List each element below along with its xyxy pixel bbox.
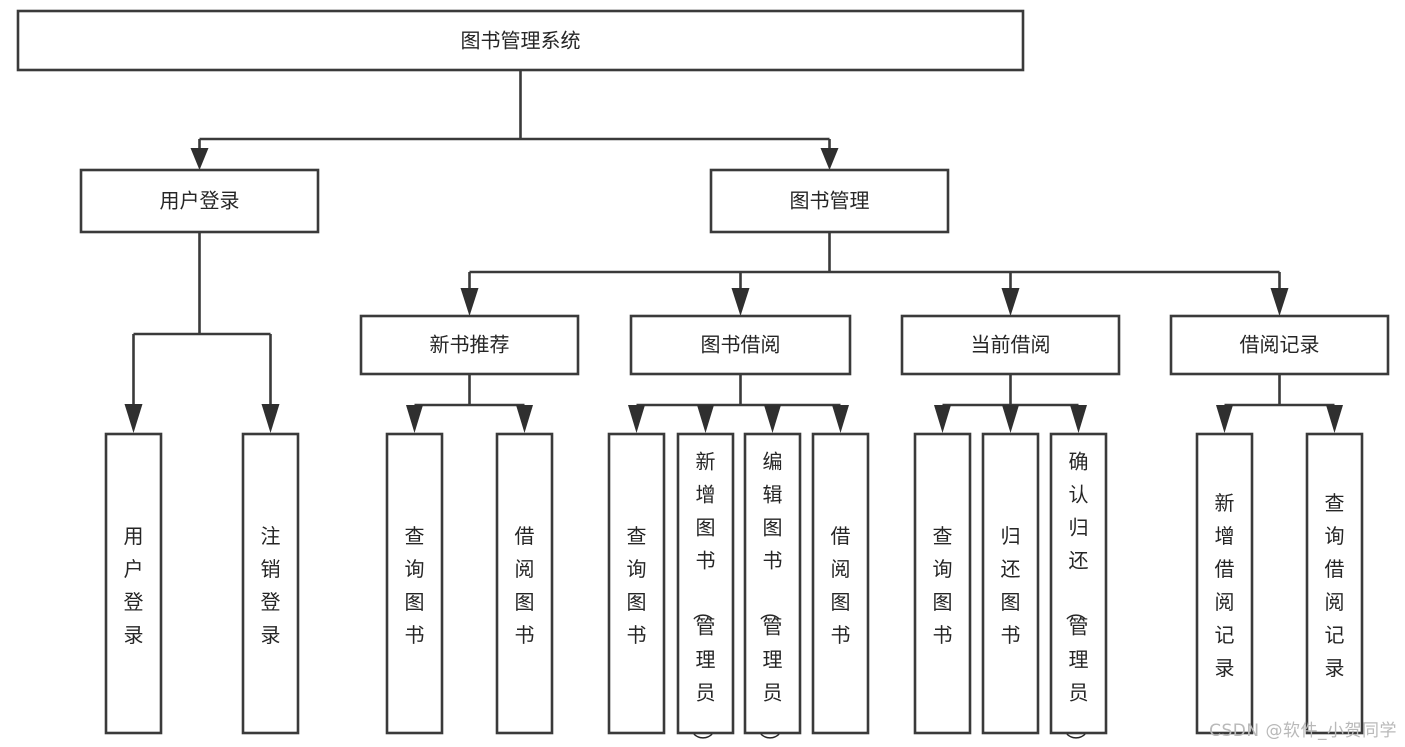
- leaf-nb-borrow-book-label: 借阅图书: [515, 524, 535, 647]
- arrowhead-cb-leaf-2: [1002, 405, 1019, 433]
- leaf-bb-edit-book[interactable]: 编辑图书（管理员）: [743, 432, 802, 747]
- leaf-bb-add-book-label: 新增图书（管理员）: [691, 450, 716, 747]
- node-book-borrow-label: 图书借阅: [701, 333, 781, 357]
- leaf-bb-edit-book-box[interactable]: [743, 432, 802, 735]
- leaf-cb-confirm-return[interactable]: 确认归还（管理员）: [1049, 432, 1108, 747]
- arrowhead-nb-leaf-1: [406, 405, 423, 433]
- leaf-br-add-record[interactable]: 新增借阅记录: [1195, 432, 1254, 735]
- leaf-cb-query-book[interactable]: 查询图书: [913, 432, 972, 735]
- arrowhead-book-mgmt: [820, 148, 839, 170]
- leaf-nb-query-book-box[interactable]: [385, 432, 444, 735]
- node-new-book-recommend[interactable]: 新书推荐: [359, 314, 580, 376]
- leaf-logout[interactable]: 注销登录: [241, 432, 300, 735]
- leaf-bb-edit-book-label: 编辑图书（管理员）: [758, 450, 783, 747]
- leaf-cb-confirm-return-label: 确认归还（管理员）: [1064, 450, 1089, 747]
- leaf-cb-return-book[interactable]: 归还图书: [981, 432, 1040, 735]
- leaf-bb-add-book-box[interactable]: [676, 432, 735, 735]
- node-borrow-record-label: 借阅记录: [1240, 333, 1320, 357]
- arrowhead-bb-leaf-3: [764, 405, 781, 433]
- leaf-user-login-account-box[interactable]: [104, 432, 163, 735]
- leaf-br-add-record-label: 新增借阅记录: [1215, 491, 1235, 680]
- node-user-login[interactable]: 用户登录: [79, 168, 320, 234]
- leaf-user-login-account-label: 用户登录: [124, 524, 144, 647]
- arrowhead-bb-leaf-4: [832, 405, 849, 433]
- node-book-management-label: 图书管理: [790, 189, 870, 213]
- arrowhead-borrow-record: [1270, 288, 1289, 316]
- arrowhead-bb-leaf-1: [628, 405, 645, 433]
- arrowhead-cb-leaf-1: [934, 405, 951, 433]
- leaf-logout-box[interactable]: [241, 432, 300, 735]
- leaf-bb-query-book-label: 查询图书: [627, 524, 647, 647]
- arrowhead-cb-leaf-3: [1070, 405, 1087, 433]
- leaf-br-query-record-box[interactable]: [1305, 432, 1364, 735]
- leaf-bb-borrow-book[interactable]: 借阅图书: [811, 432, 870, 735]
- node-book-borrow[interactable]: 图书借阅: [629, 314, 852, 376]
- node-new-book-recommend-box[interactable]: [359, 314, 580, 376]
- node-user-login-box[interactable]: [79, 168, 320, 234]
- arrowhead-bb-leaf-2: [697, 405, 714, 433]
- node-current-borrow-label: 当前借阅: [971, 333, 1051, 357]
- arrowhead-leaf-user-login: [124, 404, 143, 433]
- connector-layer: [124, 70, 1343, 433]
- leaf-logout-label: 注销登录: [261, 524, 281, 647]
- leaf-bb-borrow-book-box[interactable]: [811, 432, 870, 735]
- node-book-borrow-box[interactable]: [629, 314, 852, 376]
- leaf-bb-borrow-book-label: 借阅图书: [831, 524, 851, 647]
- leaf-cb-query-book-box[interactable]: [913, 432, 972, 735]
- node-current-borrow-box[interactable]: [900, 314, 1121, 376]
- arrowhead-current-borrow: [1001, 288, 1020, 316]
- leaf-br-query-record[interactable]: 查询借阅记录: [1305, 432, 1364, 735]
- leaf-bb-query-book-box[interactable]: [607, 432, 666, 735]
- arrowhead-br-leaf-2: [1326, 405, 1343, 433]
- csdn-watermark: CSDN @软件_小贺同学: [1209, 721, 1397, 741]
- leaf-cb-return-book-box[interactable]: [981, 432, 1040, 735]
- leaf-nb-borrow-book[interactable]: 借阅图书: [495, 432, 554, 735]
- node-book-management[interactable]: 图书管理: [709, 168, 950, 234]
- leaf-br-add-record-box[interactable]: [1195, 432, 1254, 735]
- leaf-user-login-account[interactable]: 用户登录: [104, 432, 163, 735]
- leaf-nb-borrow-book-box[interactable]: [495, 432, 554, 735]
- leaf-nb-query-book-label: 查询图书: [405, 524, 425, 647]
- node-root-box[interactable]: [16, 9, 1025, 72]
- leaf-bb-query-book[interactable]: 查询图书: [607, 432, 666, 735]
- arrowhead-br-leaf-1: [1216, 405, 1233, 433]
- node-borrow-record-box[interactable]: [1169, 314, 1390, 376]
- leaf-cb-confirm-return-box[interactable]: [1049, 432, 1108, 735]
- arrowhead-user-login: [190, 148, 209, 170]
- node-book-management-box[interactable]: [709, 168, 950, 234]
- arrowhead-book-borrow: [731, 288, 750, 316]
- leaf-bb-add-book[interactable]: 新增图书（管理员）: [676, 432, 735, 747]
- node-root-label: 图书管理系统: [461, 29, 581, 53]
- leaf-cb-return-book-label: 归还图书: [1001, 524, 1021, 647]
- node-borrow-record[interactable]: 借阅记录: [1169, 314, 1390, 376]
- node-user-login-label: 用户登录: [160, 189, 240, 213]
- arrowhead-new-book: [460, 288, 479, 316]
- leaf-cb-query-book-label: 查询图书: [933, 524, 953, 647]
- node-new-book-recommend-label: 新书推荐: [430, 333, 510, 357]
- node-current-borrow[interactable]: 当前借阅: [900, 314, 1121, 376]
- leaf-nb-query-book[interactable]: 查询图书: [385, 432, 444, 735]
- leaf-br-query-record-label: 查询借阅记录: [1325, 491, 1345, 680]
- node-root-system[interactable]: 图书管理系统: [16, 9, 1025, 72]
- arrowhead-leaf-logout: [261, 404, 280, 433]
- arrowhead-nb-leaf-2: [516, 405, 533, 433]
